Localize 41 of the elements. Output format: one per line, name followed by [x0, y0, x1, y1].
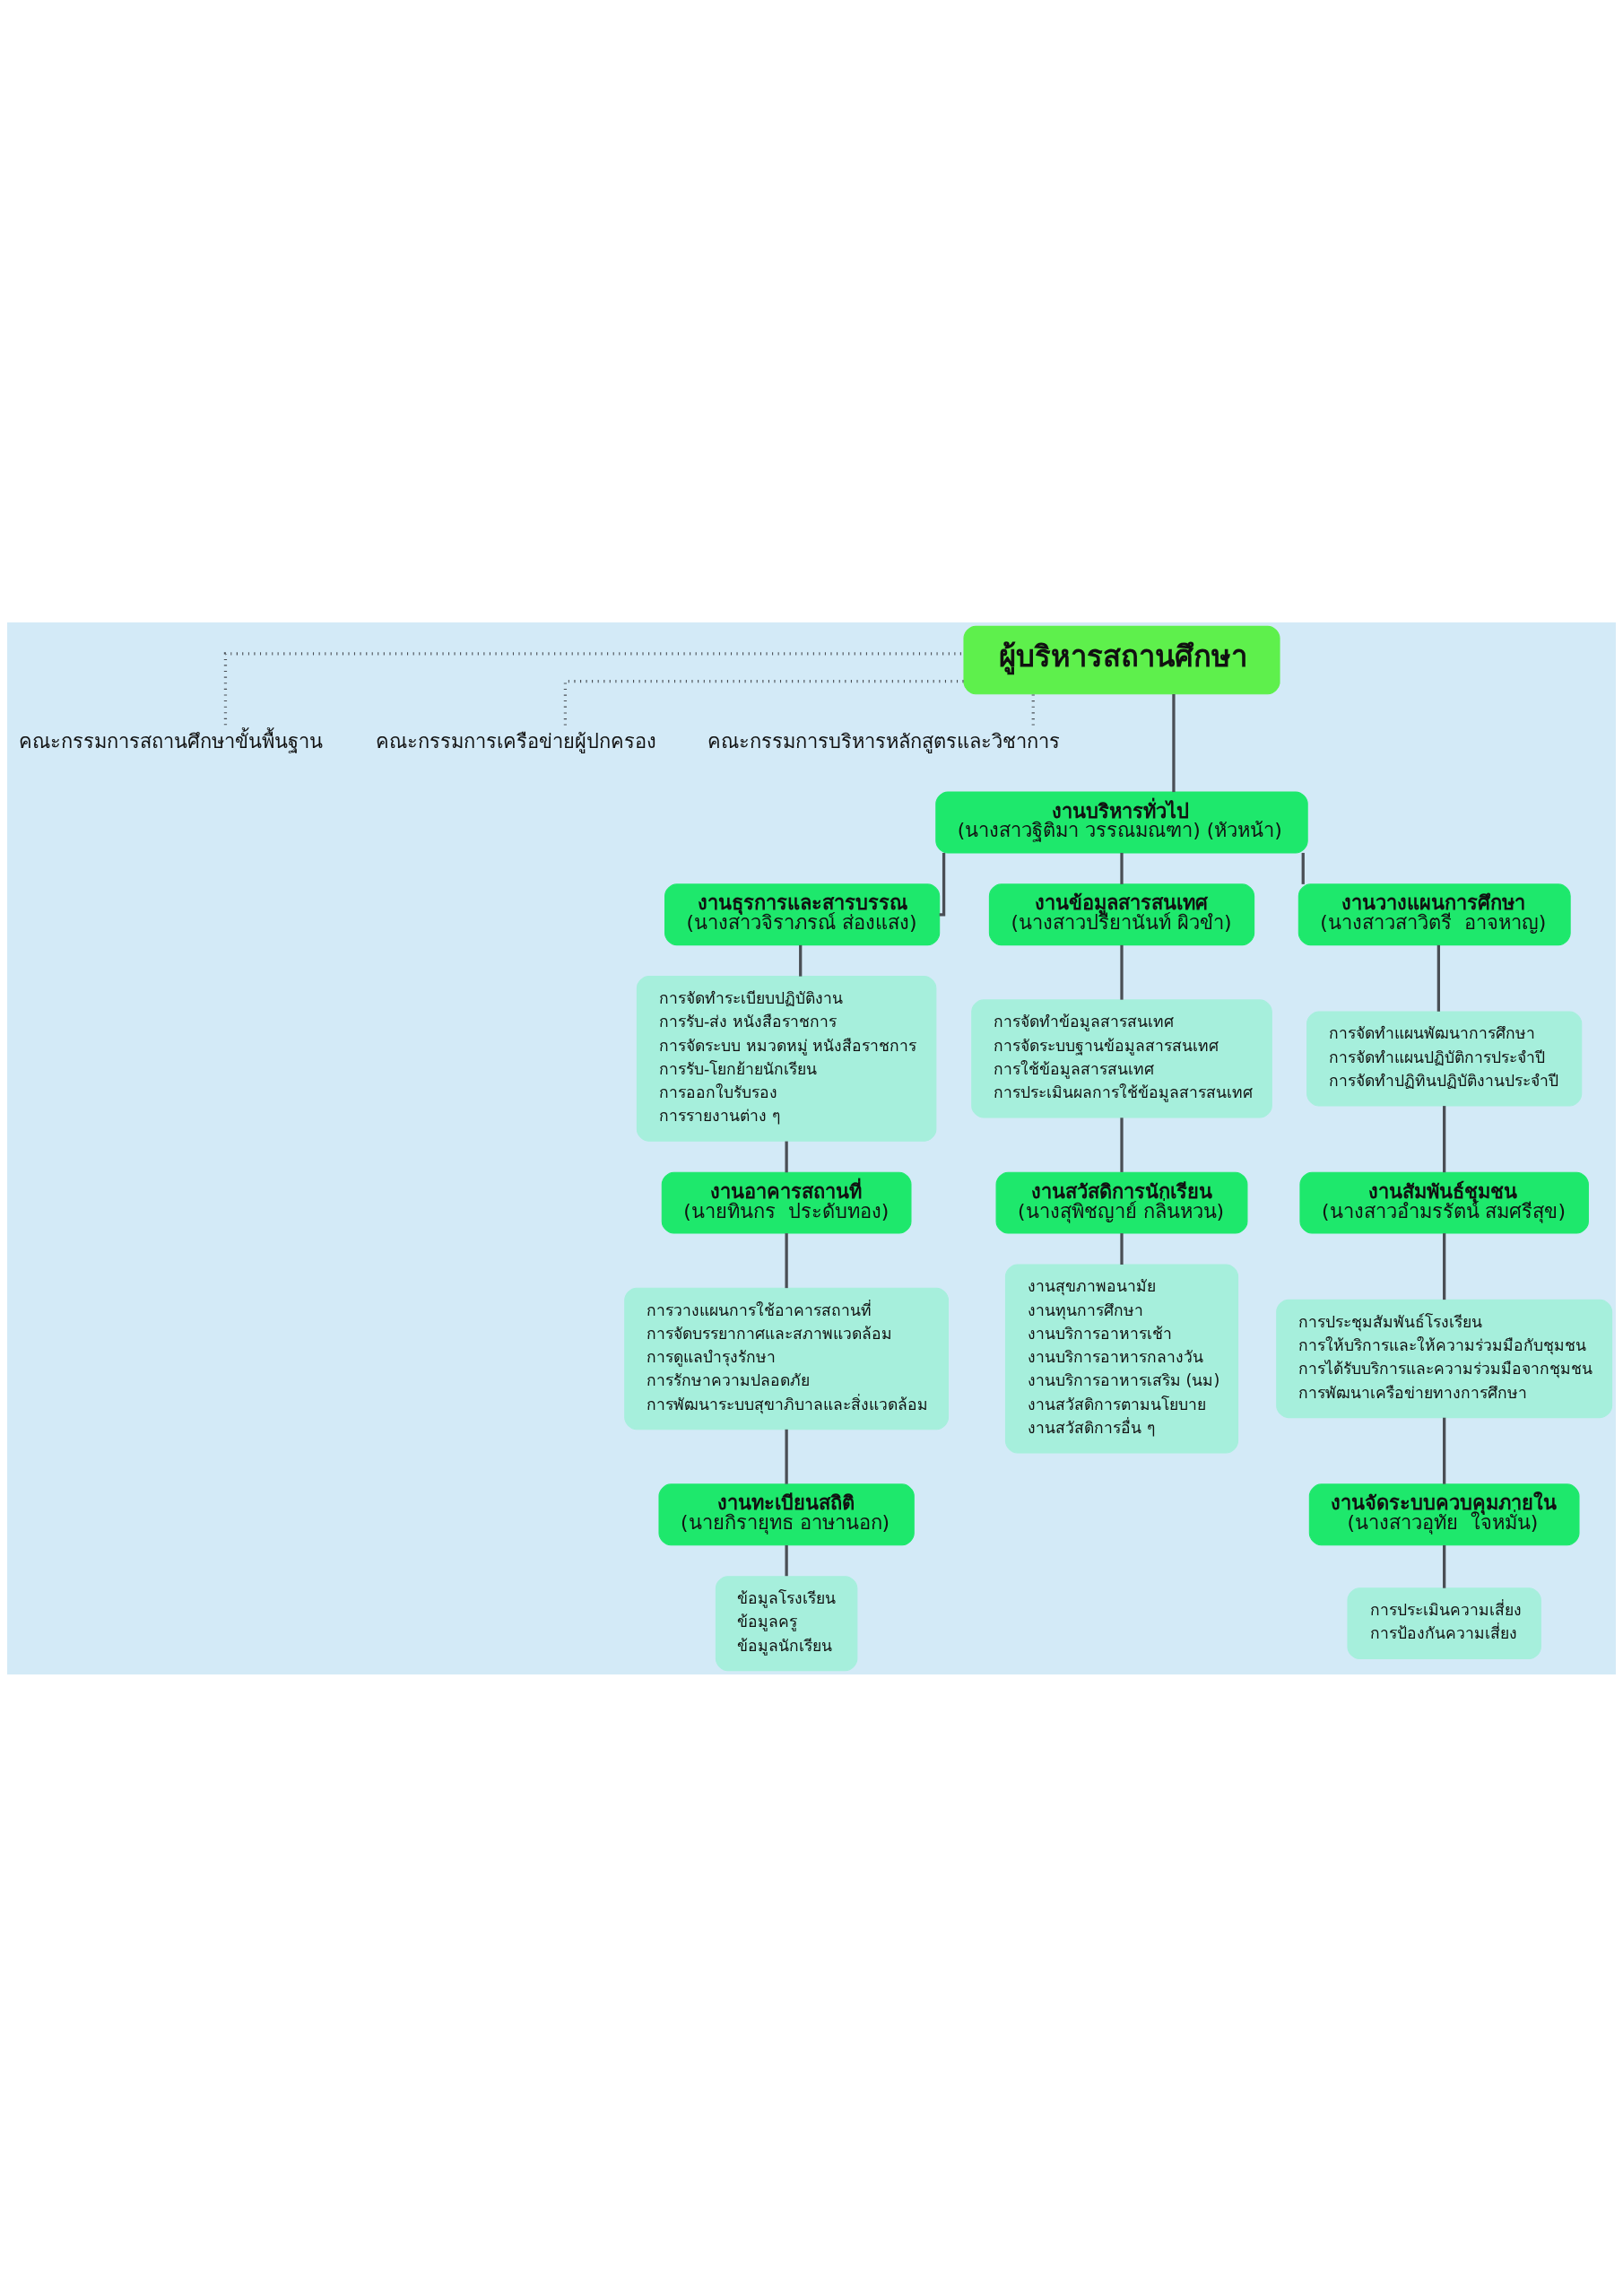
- node-text: คณะกรรมการบริหารหลักสูตรและวิชาการ: [707, 729, 1060, 752]
- node-text: คณะกรรมการเครือข่ายผู้ปกครอง: [376, 729, 657, 752]
- node-box: งานจัดระบบควบคุมภายใน (นางสาวอุทัย ใจหมั่น): [1308, 1483, 1580, 1545]
- connector: [1120, 852, 1124, 884]
- connector: [1443, 1105, 1446, 1172]
- node-box: การจัดทำแผนพัฒนาการศึกษา การจัดทำแผนปฏิบัติการประจำปี การจัดทำปฏิทินปฏิบัติงานประจำปี: [1306, 1010, 1583, 1106]
- node-box: การจัดทำระเบียบปฏิบัติงาน การรับ-ส่ง หนังสือราชการ การจัดระบบ หมวดหมู่ หนังสือราชการ การรับ-โยกย้ายนักเรียน การออกใบรับรอง การรายงานต่าง ๆ: [636, 975, 937, 1142]
- node-box: ผู้บริหารสถานศึกษา: [963, 625, 1280, 694]
- connector: [939, 852, 946, 916]
- connector: [1436, 944, 1440, 1012]
- node-box: งานข้อมูลสารสนเทศ (นางสาวปรียานันท์ ผิวขำ): [988, 883, 1255, 945]
- node-box: การวางแผนการใช้อาคารสถานที่ การจัดบรรยากาศและสภาพแวดล้อม การดูแลบำรุงรักษา การรักษาความปลอดภัย การพัฒนาระบบสุขาภิบาลและสิ่งแวดล้อม: [624, 1287, 950, 1430]
- connector: [785, 1232, 788, 1288]
- node-box: ข้อมูลโรงเรียน ข้อมูลครู ข้อมูลนักเรียน: [715, 1575, 858, 1671]
- connector: [1120, 1232, 1124, 1265]
- connector: [785, 1141, 788, 1172]
- node-box: งานอาคารสถานที่ (นายทินกร ประดับทอง): [661, 1171, 912, 1234]
- connector: [1172, 693, 1176, 792]
- connector: [785, 1429, 788, 1484]
- node-box: งานสุขภาพอนามัย งานทุนการศึกษา งานบริการอาหารเช้า งานบริการอาหารกลางวัน งานบริการอาหารเสริม (นม) งานสวัสดิการตามนโยบาย งานสวัสดิการอื่น ๆ: [1004, 1264, 1239, 1453]
- connector: [1301, 852, 1305, 884]
- connector: [1031, 693, 1035, 725]
- connector: [563, 679, 964, 726]
- node-box: งานวางแผนการศึกษา (นางสาวสาวิตรี อาจหาญ): [1298, 883, 1571, 945]
- node-text: คณะกรรมการสถานศึกษาขั้นพื้นฐาน: [19, 729, 324, 752]
- connector: [785, 1544, 788, 1576]
- node-box: งานธุรการและสารบรรณ (นางสาวจิราภรณ์ ส่องแสง): [664, 883, 941, 945]
- node-box: การประเมินความเสี่ยง การป้องกันความเสี่ยง: [1347, 1587, 1541, 1659]
- node-box: การจัดทำข้อมูลสารสนเทศ การจัดระบบฐานข้อมูลสารสนเทศ การใช้ข้อมูลสารสนเทศ การประเมินผลการใช้ข้อมูลสารสนเทศ: [971, 998, 1272, 1118]
- node-box: งานสัมพันธ์ชุมชน (นางสาวอำมรรัตน์ สมศรีสุข): [1299, 1171, 1589, 1234]
- node-box: งานสวัสดิการนักเรียน (นางสุพิชญาย์ กลิ่นหวน): [995, 1171, 1248, 1234]
- connector: [1443, 1232, 1446, 1300]
- connector: [223, 651, 964, 725]
- connector: [799, 944, 803, 977]
- node-box: การประชุมสัมพันธ์โรงเรียน การให้บริการและให้ความร่วมมือกับชุมชน การได้รับบริการและความร่วมมือจากชุมชน การพัฒนาเครือข่ายทางการศึกษา: [1276, 1299, 1613, 1418]
- connector: [1443, 1544, 1446, 1588]
- connector: [1120, 944, 1124, 1000]
- connector: [1120, 1117, 1124, 1172]
- connector: [1443, 1417, 1446, 1484]
- node-box: งานบริหารทั่วไป (นางสาวฐิติมา วรรณมณฑา) (หัวหน้า): [935, 791, 1308, 853]
- node-box: งานทะเบียนสถิติ (นายกิรายุทธ อาษานอก): [658, 1483, 915, 1545]
